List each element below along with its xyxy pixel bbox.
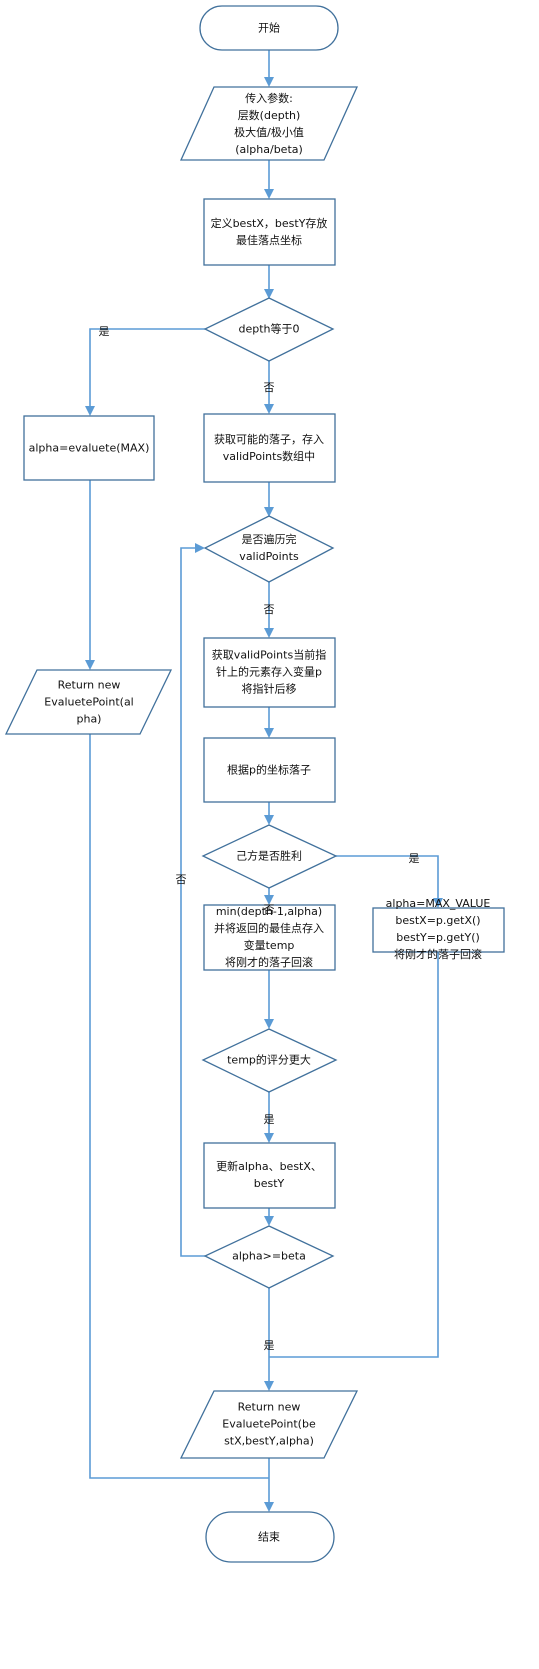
end-terminal — [205, 1511, 335, 1563]
edge-depth-yes — [85, 328, 205, 416]
define-best-line-1: 定义bestX，bestY存放 — [210, 217, 328, 230]
update-node — [203, 1142, 336, 1209]
win-action-line-2: bestX=p.getX() — [395, 914, 481, 927]
recurse-line-1: min(depth-1,alpha) — [215, 905, 323, 918]
update-label: 更新alpha、bestX、 bestY — [216, 1158, 322, 1192]
edge-label-win-no: 否 — [263, 903, 275, 916]
depth-zero-label: depth等于0 — [238, 322, 300, 336]
define-best-line-2: 最佳落点坐标 — [236, 234, 302, 247]
traversed-decision — [203, 515, 335, 583]
win-check-label: 己方是否胜利 — [236, 849, 302, 863]
get-current-line-3: 将指针后移 — [241, 682, 297, 696]
define-best-label: 定义bestX，bestY存放 最佳落点坐标 — [211, 215, 328, 249]
edge-win-to-return — [269, 952, 439, 1358]
alpha-beta-decision — [203, 1225, 335, 1289]
edge-label-loop-no: 否 — [175, 873, 187, 886]
recurse-line-4: 将刚才的落子回滚 — [225, 956, 313, 969]
params-line-4: (alpha/beta) — [235, 143, 303, 156]
get-current-label: 获取validPoints当前指 针上的元素存入变量p 将指针后移 — [212, 647, 326, 698]
traversed-line-2: validPoints — [239, 550, 299, 563]
update-line-2: bestY — [253, 1177, 285, 1190]
win-action-line-3: bestY=p.getY() — [396, 931, 480, 944]
return-best-line-3: stX,bestY,alpha) — [224, 1434, 314, 1448]
edge-loop-no — [180, 543, 205, 1257]
start-label: 开始 — [258, 21, 280, 35]
get-points-node — [203, 413, 336, 483]
recurse-line-2: 并将返回的最佳点存入 — [214, 922, 324, 935]
depth-zero-decision — [203, 297, 335, 362]
return-best-line-2: EvaluetePoint(be — [222, 1417, 316, 1431]
update-line-1: 更新alpha、bestX、 — [216, 1160, 322, 1173]
temp-better-label: temp的评分更大 — [227, 1053, 311, 1067]
return-best-node — [179, 1390, 359, 1459]
place-piece-node — [203, 737, 336, 803]
params-label: 传入参数: 层数(depth) 极大值/极小值 (alpha/beta) — [234, 90, 304, 158]
edge-win-yes — [336, 855, 443, 908]
connectors — [85, 50, 443, 1512]
return-eval-line-1: Return new — [57, 678, 121, 692]
get-points-label: 获取可能的落子，存入 validPoints数组中 — [214, 431, 324, 465]
alpha-eval-node — [23, 415, 155, 481]
params-line-1: 传入参数: — [245, 92, 293, 105]
get-points-line-1: 获取可能的落子，存入 — [214, 433, 324, 446]
get-current-node — [203, 637, 336, 708]
edge-label-temp-yes: 是 — [263, 1113, 275, 1126]
start-terminal — [199, 5, 339, 51]
params-line-3: 极大值/极小值 — [234, 126, 304, 139]
return-eval-line-2: EvaluetePoint(al — [44, 695, 134, 709]
edge-label-win-yes: 是 — [408, 852, 420, 865]
end-label: 结束 — [258, 1530, 280, 1544]
edge-return-to-end — [89, 734, 269, 1479]
traversed-label: 是否遍历完 validPoints — [239, 531, 298, 565]
params-line-2: 层数(depth) — [237, 109, 301, 122]
win-action-label: alpha=MAX_VALUE bestX=p.getX() bestY=p.g… — [386, 895, 491, 963]
temp-better-decision — [201, 1028, 338, 1093]
return-best-line-1: Return new — [237, 1400, 301, 1414]
win-check-decision — [201, 824, 338, 889]
alpha-eval-label: alpha=evaluete(MAX) — [28, 441, 150, 455]
return-eval-label: Return new EvaluetePoint(al pha) — [44, 677, 133, 728]
return-eval-line-3: pha) — [76, 712, 102, 726]
return-best-label: Return new EvaluetePoint(be stX,bestY,al… — [222, 1399, 315, 1450]
alpha-beta-label: alpha>=beta — [232, 1249, 306, 1263]
params-node — [179, 86, 359, 161]
win-action-line-1: alpha=MAX_VALUE — [385, 897, 491, 910]
recurse-node — [203, 904, 336, 971]
edge-label-traversed-no: 否 — [263, 603, 275, 616]
win-action-line-4: 将刚才的落子回滚 — [393, 948, 482, 961]
win-action-node — [372, 907, 505, 953]
recurse-line-3: 变量temp — [243, 939, 295, 952]
get-points-line-2: validPoints数组中 — [222, 450, 316, 463]
recurse-label: min(depth-1,alpha) 并将返回的最佳点存入 变量temp 将刚才… — [214, 903, 324, 971]
return-eval-node — [4, 669, 173, 735]
get-current-line-2: 针上的元素存入变量p — [216, 665, 322, 679]
place-piece-label: 根据p的坐标落子 — [227, 763, 311, 777]
edge-label-depth-yes: 是 — [98, 325, 110, 338]
get-current-line-1: 获取validPoints当前指 — [211, 648, 327, 662]
edge-label-depth-no: 否 — [263, 381, 275, 394]
traversed-line-1: 是否遍历完 — [241, 533, 297, 546]
define-best-node — [203, 198, 336, 266]
edge-label-ab-yes: 是 — [263, 1339, 275, 1352]
